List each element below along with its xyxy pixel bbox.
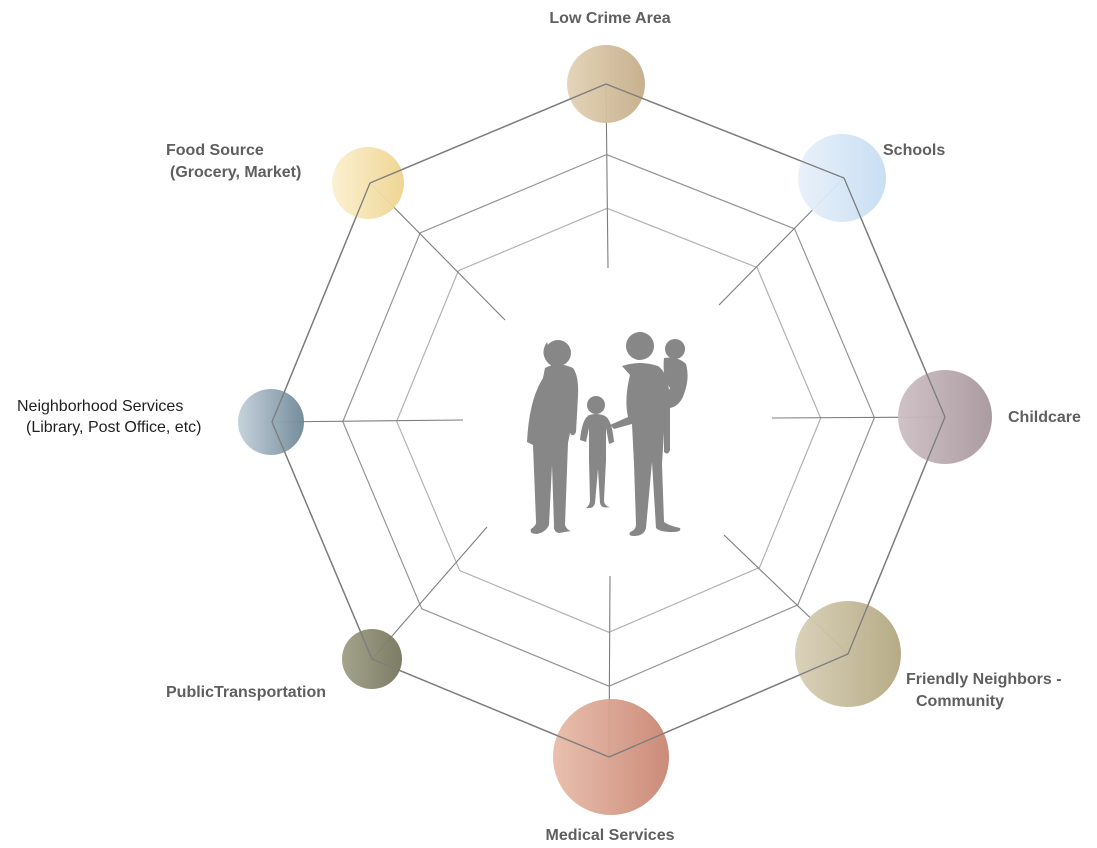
family-silhouette-icon [527,332,688,536]
label-food-source-line-1: Food Source [166,142,264,159]
label-friendly-neighbors-line-1: Friendly Neighbors - [906,671,1062,688]
label-schools: Schools [883,142,945,159]
label-neighborhood-services-line-2: (Library, Post Office, etc) [26,419,201,436]
octagon-ring-3 [396,207,822,633]
label-low-crime-area: Low Crime Area [549,10,670,27]
octagon-ring-outer-overlay [271,83,946,758]
node-medical-services [553,699,669,815]
label-neighborhood-services-line-1: Neighborhood Services [17,398,183,415]
label-friendly-neighbors-line-2: Community [916,693,1004,710]
label-public-transportation: PublicTransportation [166,684,326,701]
node-neighborhood-services [238,389,304,455]
node-schools [798,134,886,222]
category-nodes [238,45,992,815]
label-medical-services: Medical Services [546,827,675,844]
node-food-source [332,147,404,219]
label-childcare: Childcare [1008,409,1081,426]
label-food-source-line-2: (Grocery, Market) [170,164,301,181]
